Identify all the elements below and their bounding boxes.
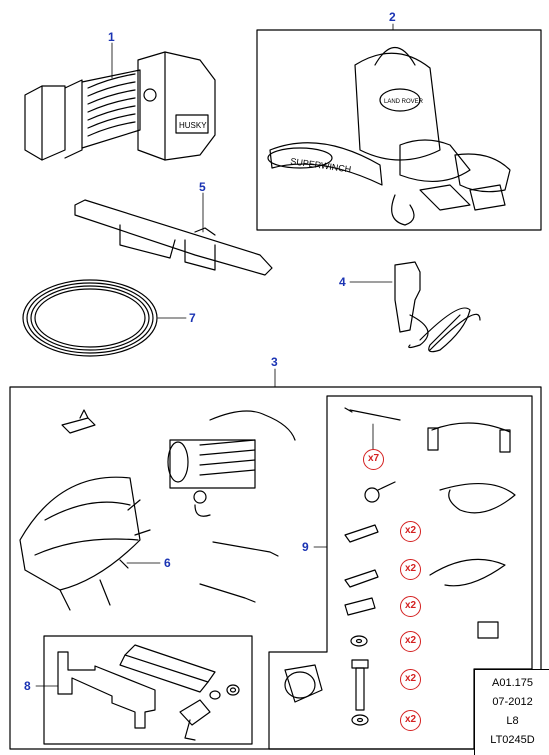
callout-5: 5 (199, 180, 206, 194)
callout-7: 7 (189, 311, 196, 325)
cover-part (19, 476, 151, 611)
bag-kit-part (267, 47, 511, 226)
kit-2-frame (256, 29, 542, 231)
leader-lines (35, 23, 394, 687)
winch-part (24, 51, 216, 161)
callout-9: 9 (302, 540, 309, 554)
reference-code: A01.175 (492, 677, 533, 689)
kit-3-frame (9, 386, 542, 750)
bag-logo-text: LAND ROVER (384, 99, 424, 105)
strap-print-text: SUPERWINCH (290, 156, 352, 174)
bracket-part (74, 199, 273, 276)
reference-date: 07-2012 (492, 696, 533, 708)
qty-terminal-block: x2 (400, 596, 421, 617)
reference-level: L8 (506, 715, 519, 727)
reference-block: A01.175 07-2012 L8 LT0245D (474, 669, 549, 755)
qty-washer: x2 (400, 631, 421, 652)
callout-8: 8 (24, 679, 31, 693)
callout-1: 1 (108, 30, 115, 44)
kit-3-contents (61, 409, 296, 517)
callout-3: 3 (271, 355, 278, 369)
qty-nut: x2 (400, 710, 421, 731)
qty-terminal-flat-1: x2 (400, 521, 421, 542)
winch-badge-text: HUSKY (179, 121, 207, 130)
qty-terminal-flat-2: x2 (400, 559, 421, 580)
part-markings: SUPERWINCH LAND ROVER HUSKY (179, 99, 424, 175)
reference-illustration-id: LT0245D (490, 734, 535, 746)
qty-bolt: x2 (400, 669, 421, 690)
kit-3-ties (199, 541, 279, 603)
remote-part (394, 261, 481, 353)
callout-6: 6 (164, 556, 171, 570)
plate-part (57, 644, 240, 741)
qty-cable-tie: x7 (363, 449, 384, 470)
kit-8-frame (43, 635, 253, 745)
callout-2: 2 (389, 10, 396, 24)
kit-9-contents (284, 407, 516, 726)
callout-4: 4 (339, 275, 346, 289)
wire-coil-part (22, 279, 158, 357)
